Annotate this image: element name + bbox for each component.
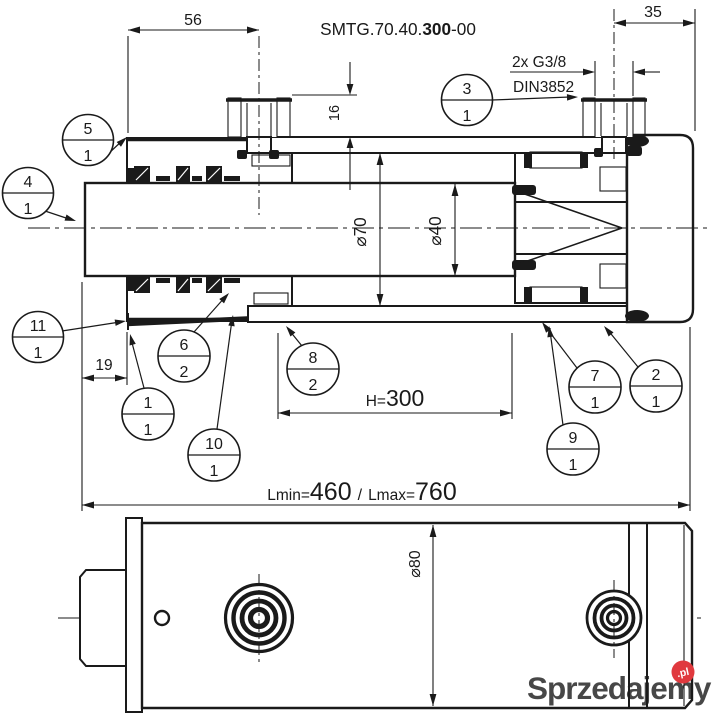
balloon-1-qty: 1 <box>144 422 153 439</box>
drawing-number: SMTG.70.40.300-00 <box>320 19 476 39</box>
balloon-1: 1 1 <box>121 334 175 441</box>
piston-rod <box>83 181 517 278</box>
dim-56: 56 <box>127 12 259 133</box>
balloon-10-qty: 1 <box>210 463 219 480</box>
watermark-badge-text: .pl <box>676 666 691 680</box>
balloon-9-number: 9 <box>569 430 578 447</box>
watermark: Sprzedajemy .pl <box>527 660 713 706</box>
balloon-8-number: 8 <box>309 350 318 367</box>
dim-dia80-text: ⌀80 <box>407 550 424 578</box>
dim-dia80: ⌀80 <box>407 525 437 706</box>
balloon-11-qty: 1 <box>34 345 43 362</box>
balloon-2-qty: 1 <box>652 394 661 411</box>
dim-56-text: 56 <box>184 12 202 29</box>
side-flange <box>125 517 143 713</box>
balloon-10: 10 1 <box>187 315 241 482</box>
side-port-2 <box>585 580 643 658</box>
dim-dia70-text: ⌀70 <box>350 217 370 246</box>
dim-dia40-text: ⌀40 <box>425 216 445 245</box>
balloon-7-qty: 1 <box>591 395 600 412</box>
rod-end-cone <box>515 190 623 266</box>
end-cap <box>625 133 695 324</box>
dim-dia70: ⌀70 <box>350 153 384 306</box>
balloon-2-number: 2 <box>652 367 661 384</box>
balloon-4-qty: 1 <box>24 201 33 218</box>
port-standard-text: DIN3852 <box>513 79 574 96</box>
balloon-3: 3 1 <box>440 73 578 127</box>
balloon-9: 9 1 <box>546 326 600 476</box>
piston-rod-seal-upper <box>512 185 536 195</box>
dim-stroke-text: H=300 <box>366 385 425 411</box>
dim-dia40: ⌀40 <box>425 184 459 276</box>
drawing-number-text: SMTG.70.40.300-00 <box>320 19 476 39</box>
balloon-2: 2 1 <box>604 326 683 413</box>
dim-stroke-h300: H=300 <box>277 333 513 419</box>
side-body <box>140 521 694 710</box>
balloon-10-number: 10 <box>205 436 223 453</box>
port-thread-callout: 2x G3/8 DIN3852 <box>510 54 660 96</box>
port-right <box>581 9 647 162</box>
end-cap-weld-upper <box>625 135 649 147</box>
balloon-3-qty: 1 <box>463 108 472 125</box>
cylinder-tube <box>247 136 628 323</box>
watermark-badge <box>671 660 695 684</box>
balloon-3-number: 3 <box>463 81 472 98</box>
balloon-6: 6 2 <box>157 293 229 383</box>
side-port-1 <box>223 574 295 664</box>
dim-19-text: 19 <box>95 357 112 374</box>
end-cap-weld-lower <box>625 310 649 322</box>
side-view: ⌀80 <box>58 517 706 713</box>
piston <box>512 151 628 304</box>
balloon-4-number: 4 <box>24 174 33 191</box>
dim-19: 19 <box>82 332 128 385</box>
side-vent-hole <box>153 609 171 627</box>
port-left <box>226 36 292 215</box>
dim-length: Lmin=460/Lmax=760 <box>81 282 691 511</box>
rod-seals-lower <box>127 276 240 293</box>
balloon-11: 11 1 <box>11 310 126 364</box>
balloon-8: 8 2 <box>286 326 340 396</box>
balloon-7-number: 7 <box>591 368 600 385</box>
dim-16-text: 16 <box>327 105 343 121</box>
side-rod-end <box>79 569 127 667</box>
balloon-6-qty: 2 <box>180 364 189 381</box>
piston-guide-rings <box>524 151 588 304</box>
rod-seals-upper <box>127 166 240 183</box>
dim-35-text: 35 <box>644 4 662 21</box>
balloon-4: 4 1 <box>1 166 76 221</box>
section-view: 56 35 SMTG.70.40.300-00 2x G3/8 DIN3852 <box>1 4 712 511</box>
balloon-1-number: 1 <box>144 395 153 412</box>
port-thread-text: 2x G3/8 <box>512 54 566 71</box>
dim-16: 16 <box>292 62 357 190</box>
dim-length-text: Lmin=460/Lmax=760 <box>267 478 457 506</box>
balloon-6-number: 6 <box>180 337 189 354</box>
balloon-8-qty: 2 <box>309 377 318 394</box>
balloon-9-qty: 1 <box>569 457 578 474</box>
balloon-5: 5 1 <box>61 113 127 167</box>
balloon-5-number: 5 <box>84 121 93 138</box>
dim-35: 35 <box>614 4 696 131</box>
balloon-5-qty: 1 <box>84 148 93 165</box>
piston-rod-seal-lower <box>512 260 536 270</box>
balloon-7: 7 1 <box>542 322 622 414</box>
rod-gland <box>126 137 293 322</box>
balloon-11-number: 11 <box>30 318 47 335</box>
